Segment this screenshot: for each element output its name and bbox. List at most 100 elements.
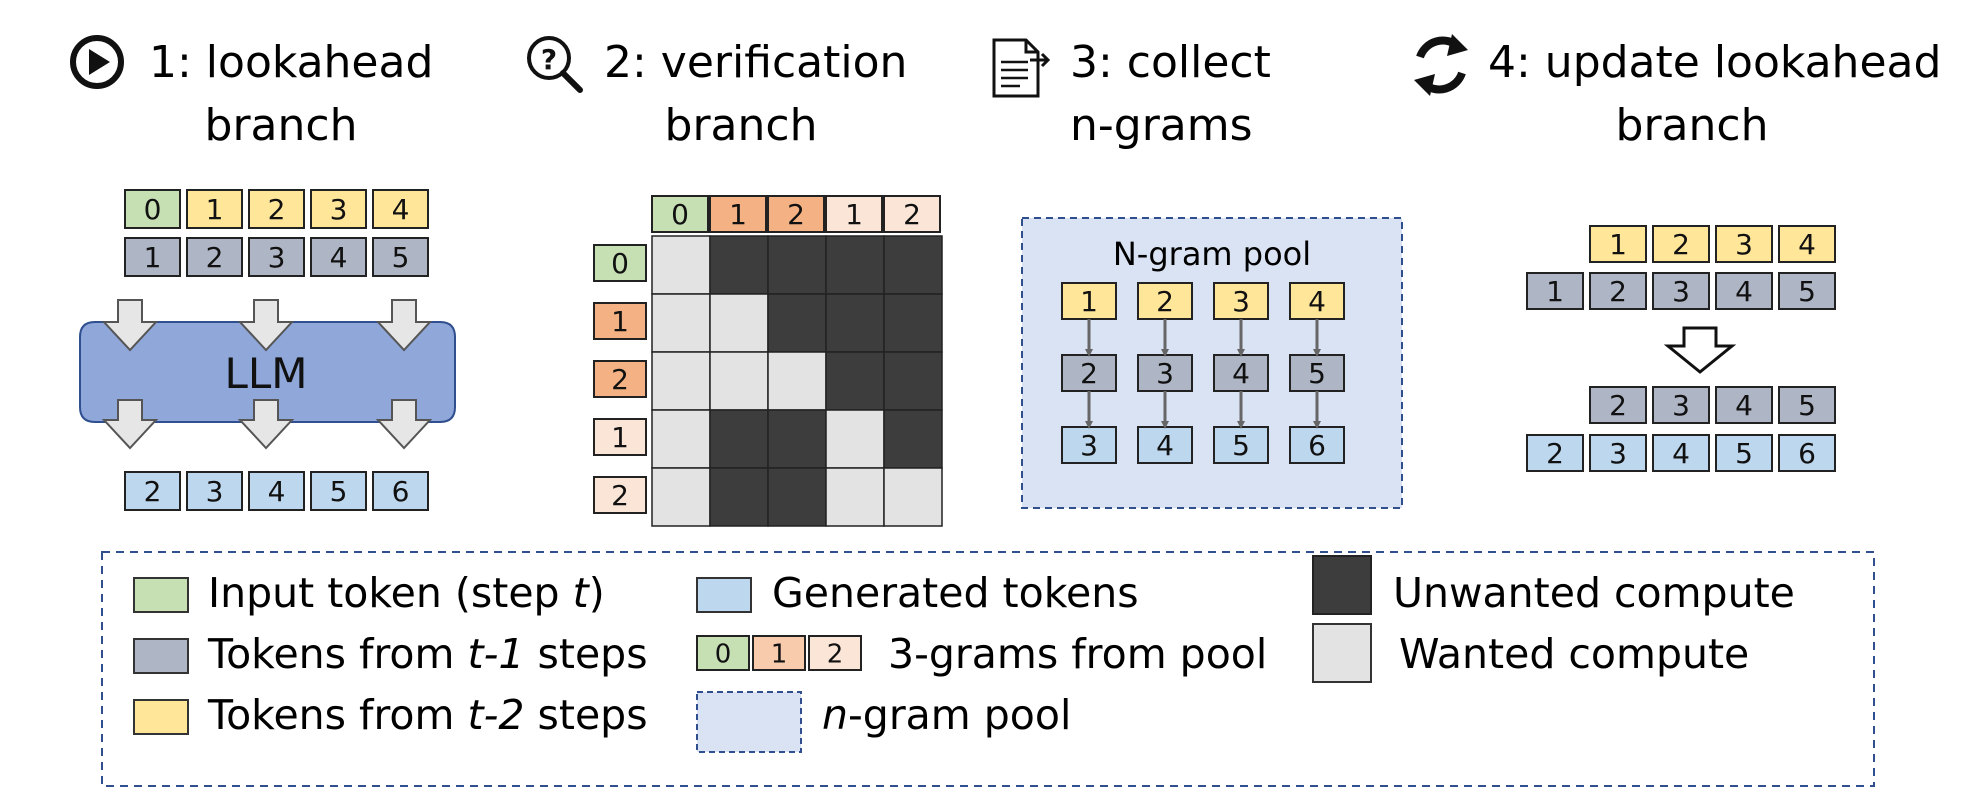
update-before-t2-token-1: 2 (1652, 225, 1710, 263)
legend-ngram-token-1-label: 1 (771, 639, 788, 669)
update-before-t1-token-0-box (1526, 272, 1584, 310)
update-after-generated-token-4-box (1778, 434, 1836, 472)
update-after-generated-token-1-label: 3 (1609, 437, 1627, 470)
pool-title: N-gram pool (1113, 235, 1311, 273)
matrix-cell-1-2 (767, 293, 827, 353)
legend-ngram-token-1-box (752, 635, 806, 671)
lookahead-t1-token-2-label: 3 (268, 241, 286, 274)
pool-token-2-0-box (1213, 282, 1269, 320)
step-4-line2: branch (1616, 100, 1769, 151)
lookahead-output-token-4: 6 (372, 471, 429, 511)
lookahead-output-token-1: 3 (186, 471, 243, 511)
lookahead-output-token-0-label: 2 (144, 475, 162, 508)
verification-left-token-2-box (593, 360, 647, 398)
verification-left-token-0-box (593, 244, 647, 282)
verification-top-token-2-box (767, 195, 825, 233)
legend-pool-text: n-gram pool (822, 691, 1071, 739)
verification-left-token-3-box (593, 418, 647, 456)
pool-token-1-1-box (1137, 354, 1193, 392)
output-down-arrow-0 (101, 399, 159, 450)
step-3-line1: 3: collect (1070, 37, 1271, 88)
update-after-t1-token-1-label: 3 (1672, 389, 1690, 422)
lookahead-output-token-3: 5 (310, 471, 367, 511)
verification-left-token-3: 1 (593, 418, 647, 456)
input-down-arrow-0 (101, 299, 159, 352)
lookahead-t2-token-0-box (124, 189, 181, 229)
matrix-cell-4-1 (709, 467, 769, 527)
update-after-generated-token-0-box (1526, 434, 1584, 472)
matrix-cell-3-0 (651, 409, 711, 469)
legend-ngram-token-0-box (696, 635, 750, 671)
lookahead-t2-token-2: 2 (248, 189, 305, 229)
pool-token-1-1: 3 (1137, 354, 1193, 392)
lookahead-output-token-3-box (310, 471, 367, 511)
matrix-cell-3-1 (709, 409, 769, 469)
step-3-title: 3: collect n-grams (992, 37, 1271, 151)
update-after-generated-token-3-label: 5 (1735, 437, 1753, 470)
update-after-t1-token-2-box (1715, 386, 1773, 424)
update-before-t2-token-1-box (1652, 225, 1710, 263)
legend-swatch-pool (696, 691, 802, 753)
update-before-t1-token-2-label: 3 (1672, 275, 1690, 308)
matrix-cell-4-4 (883, 467, 943, 527)
pool-token-1-0-label: 2 (1156, 285, 1174, 318)
step-1-line2: branch (205, 100, 358, 151)
update-after-t1-token-0: 2 (1589, 386, 1647, 424)
legend-t2-text: Tokens from t-2 steps (207, 691, 648, 739)
matrix-cell-3-3 (825, 409, 885, 469)
pool-token-1-0: 2 (1137, 282, 1193, 320)
magnify-question-icon: ? (527, 36, 583, 93)
matrix-cell-1-3 (825, 293, 885, 353)
step-2-line2: branch (665, 100, 818, 151)
update-before-t1-token-0-label: 1 (1546, 275, 1564, 308)
update-before-t1-token-3: 4 (1715, 272, 1773, 310)
lookahead-output-token-1-label: 3 (206, 475, 224, 508)
lookahead-t1-token-0-box (124, 237, 181, 277)
pool-token-2-0-label: 3 (1232, 285, 1250, 318)
step-2-title: ? 2: verification branch (527, 36, 907, 151)
lookahead-output-token-3-label: 5 (330, 475, 348, 508)
pool-token-3-2: 6 (1289, 426, 1345, 464)
legend-ngram-token-2: 2 (808, 635, 862, 671)
lookahead-t2-token-0-label: 0 (144, 193, 162, 226)
pool-token-1-2-box (1137, 426, 1193, 464)
update-before-t2-token-0-label: 1 (1609, 228, 1627, 261)
legend-ngram-token-0: 0 (696, 635, 750, 671)
lookahead-t2-token-1: 1 (186, 189, 243, 229)
pool-token-2-2-label: 5 (1232, 429, 1250, 462)
pool-token-3-1-label: 5 (1308, 357, 1326, 390)
verification-top-token-3-label: 1 (845, 198, 863, 231)
verification-left-token-4: 2 (593, 476, 647, 514)
lookahead-t1-token-4-label: 5 (392, 241, 410, 274)
verification-top-token-3: 1 (825, 195, 883, 233)
matrix-cell-2-2 (767, 351, 827, 411)
lookahead-t1-token-3-box (310, 237, 367, 277)
lookahead-output-token-2: 4 (248, 471, 305, 511)
lookahead-t2-token-3-label: 3 (330, 193, 348, 226)
update-before-t2-token-3-box (1778, 225, 1836, 263)
verification-top-token-1: 1 (709, 195, 767, 233)
pool-token-2-2-box (1213, 426, 1269, 464)
lookahead-output-token-4-box (372, 471, 429, 511)
lookahead-t2-token-3-box (310, 189, 367, 229)
lookahead-t1-token-4: 5 (372, 237, 429, 277)
lookahead-t1-token-3: 4 (310, 237, 367, 277)
verification-top-token-3-box (825, 195, 883, 233)
legend-swatch-t1 (133, 638, 189, 674)
lookahead-t1-token-1-box (186, 237, 243, 277)
verification-top-token-4-box (883, 195, 941, 233)
llm-arrows (101, 299, 433, 450)
legend-swatch-input (133, 577, 189, 613)
output-down-arrow-2 (375, 399, 433, 450)
verification-top-token-0: 0 (651, 195, 709, 233)
update-after-t1-token-0-label: 2 (1609, 389, 1627, 422)
